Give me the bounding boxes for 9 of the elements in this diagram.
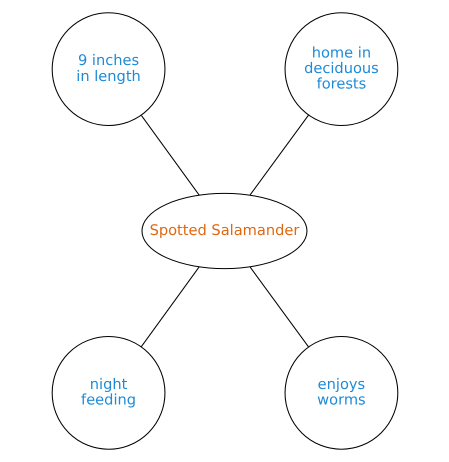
node-circle: home in deciduous forests [284,12,398,126]
connector [140,115,200,196]
connector [140,266,199,348]
node-circle: enjoys worms [284,336,398,450]
connector [249,114,308,196]
node-ellipse: Spotted Salamander [140,192,307,270]
node-circle: night feeding [51,336,165,450]
connector [249,266,308,348]
node-circle: 9 inches in length [51,12,165,126]
